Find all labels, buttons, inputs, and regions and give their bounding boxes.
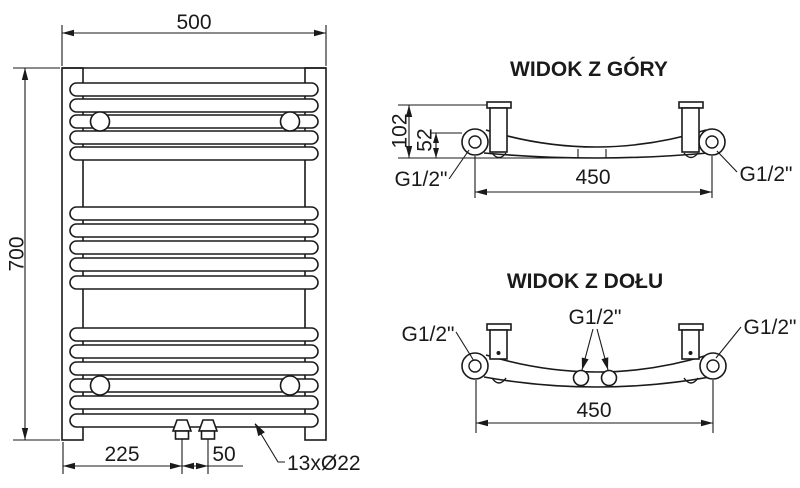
collector-end-left — [461, 352, 489, 380]
bottom-view-title: WIDOK Z DOŁU — [507, 270, 663, 293]
fitting-label-right-top: G1/2" — [716, 150, 793, 186]
svg-text:G1/2": G1/2" — [740, 163, 793, 186]
svg-text:G1/2": G1/2" — [569, 306, 622, 329]
valve-connections — [171, 419, 219, 474]
span-value-bottom: 450 — [576, 399, 611, 422]
dimension-height-700: 700 — [5, 67, 60, 441]
wall-bracket-right — [678, 101, 704, 153]
collector-end-left — [461, 128, 489, 156]
depth-value: 102 — [388, 113, 411, 148]
width-value: 500 — [176, 11, 211, 34]
spacing-value: 50 — [212, 443, 235, 466]
fitting-label-center-bottom: G1/2" — [569, 306, 622, 371]
dimension-depth-102: 102 — [388, 105, 413, 158]
front-view — [61, 67, 327, 474]
fitting-label-left-bottom: G1/2" — [402, 323, 475, 362]
radiator-rungs — [69, 82, 319, 428]
offset-value: 225 — [104, 443, 139, 466]
span-value-top: 450 — [575, 166, 610, 189]
mounting-circles — [89, 111, 301, 396]
dimension-offset-225-50: 225 50 — [62, 442, 243, 474]
top-view: WIDOK Z GÓRY — [388, 57, 792, 198]
svg-text:G1/2": G1/2" — [395, 168, 448, 191]
wall-bracket-right — [678, 323, 704, 360]
dimension-axis-52: 52 — [413, 128, 462, 158]
collector-end-right — [698, 128, 726, 156]
dimension-span-450-bottom: 450 — [475, 380, 714, 433]
fitting-label-right-bottom: G1/2" — [715, 316, 797, 359]
wall-bracket-left — [486, 323, 512, 360]
curved-tube — [483, 129, 709, 159]
curved-tube — [483, 354, 711, 388]
dimension-width-500: 500 — [61, 11, 327, 66]
dimension-span-450-top: 450 — [474, 156, 713, 198]
svg-text:G1/2": G1/2" — [744, 316, 797, 339]
axis-depth-value: 52 — [413, 128, 436, 151]
bottom-view: WIDOK Z DOŁU — [402, 270, 797, 433]
height-value: 700 — [5, 236, 28, 271]
collector-end-right — [699, 352, 727, 380]
center-connections — [572, 369, 618, 387]
fitting-label-left-top: G1/2" — [395, 149, 470, 191]
top-view-title: WIDOK Z GÓRY — [510, 57, 668, 81]
svg-text:G1/2": G1/2" — [402, 323, 455, 346]
tube-spec-value: 13xØ22 — [287, 452, 361, 475]
wall-bracket-left — [486, 101, 512, 153]
tube-spec-callout: 13xØ22 — [254, 423, 361, 475]
